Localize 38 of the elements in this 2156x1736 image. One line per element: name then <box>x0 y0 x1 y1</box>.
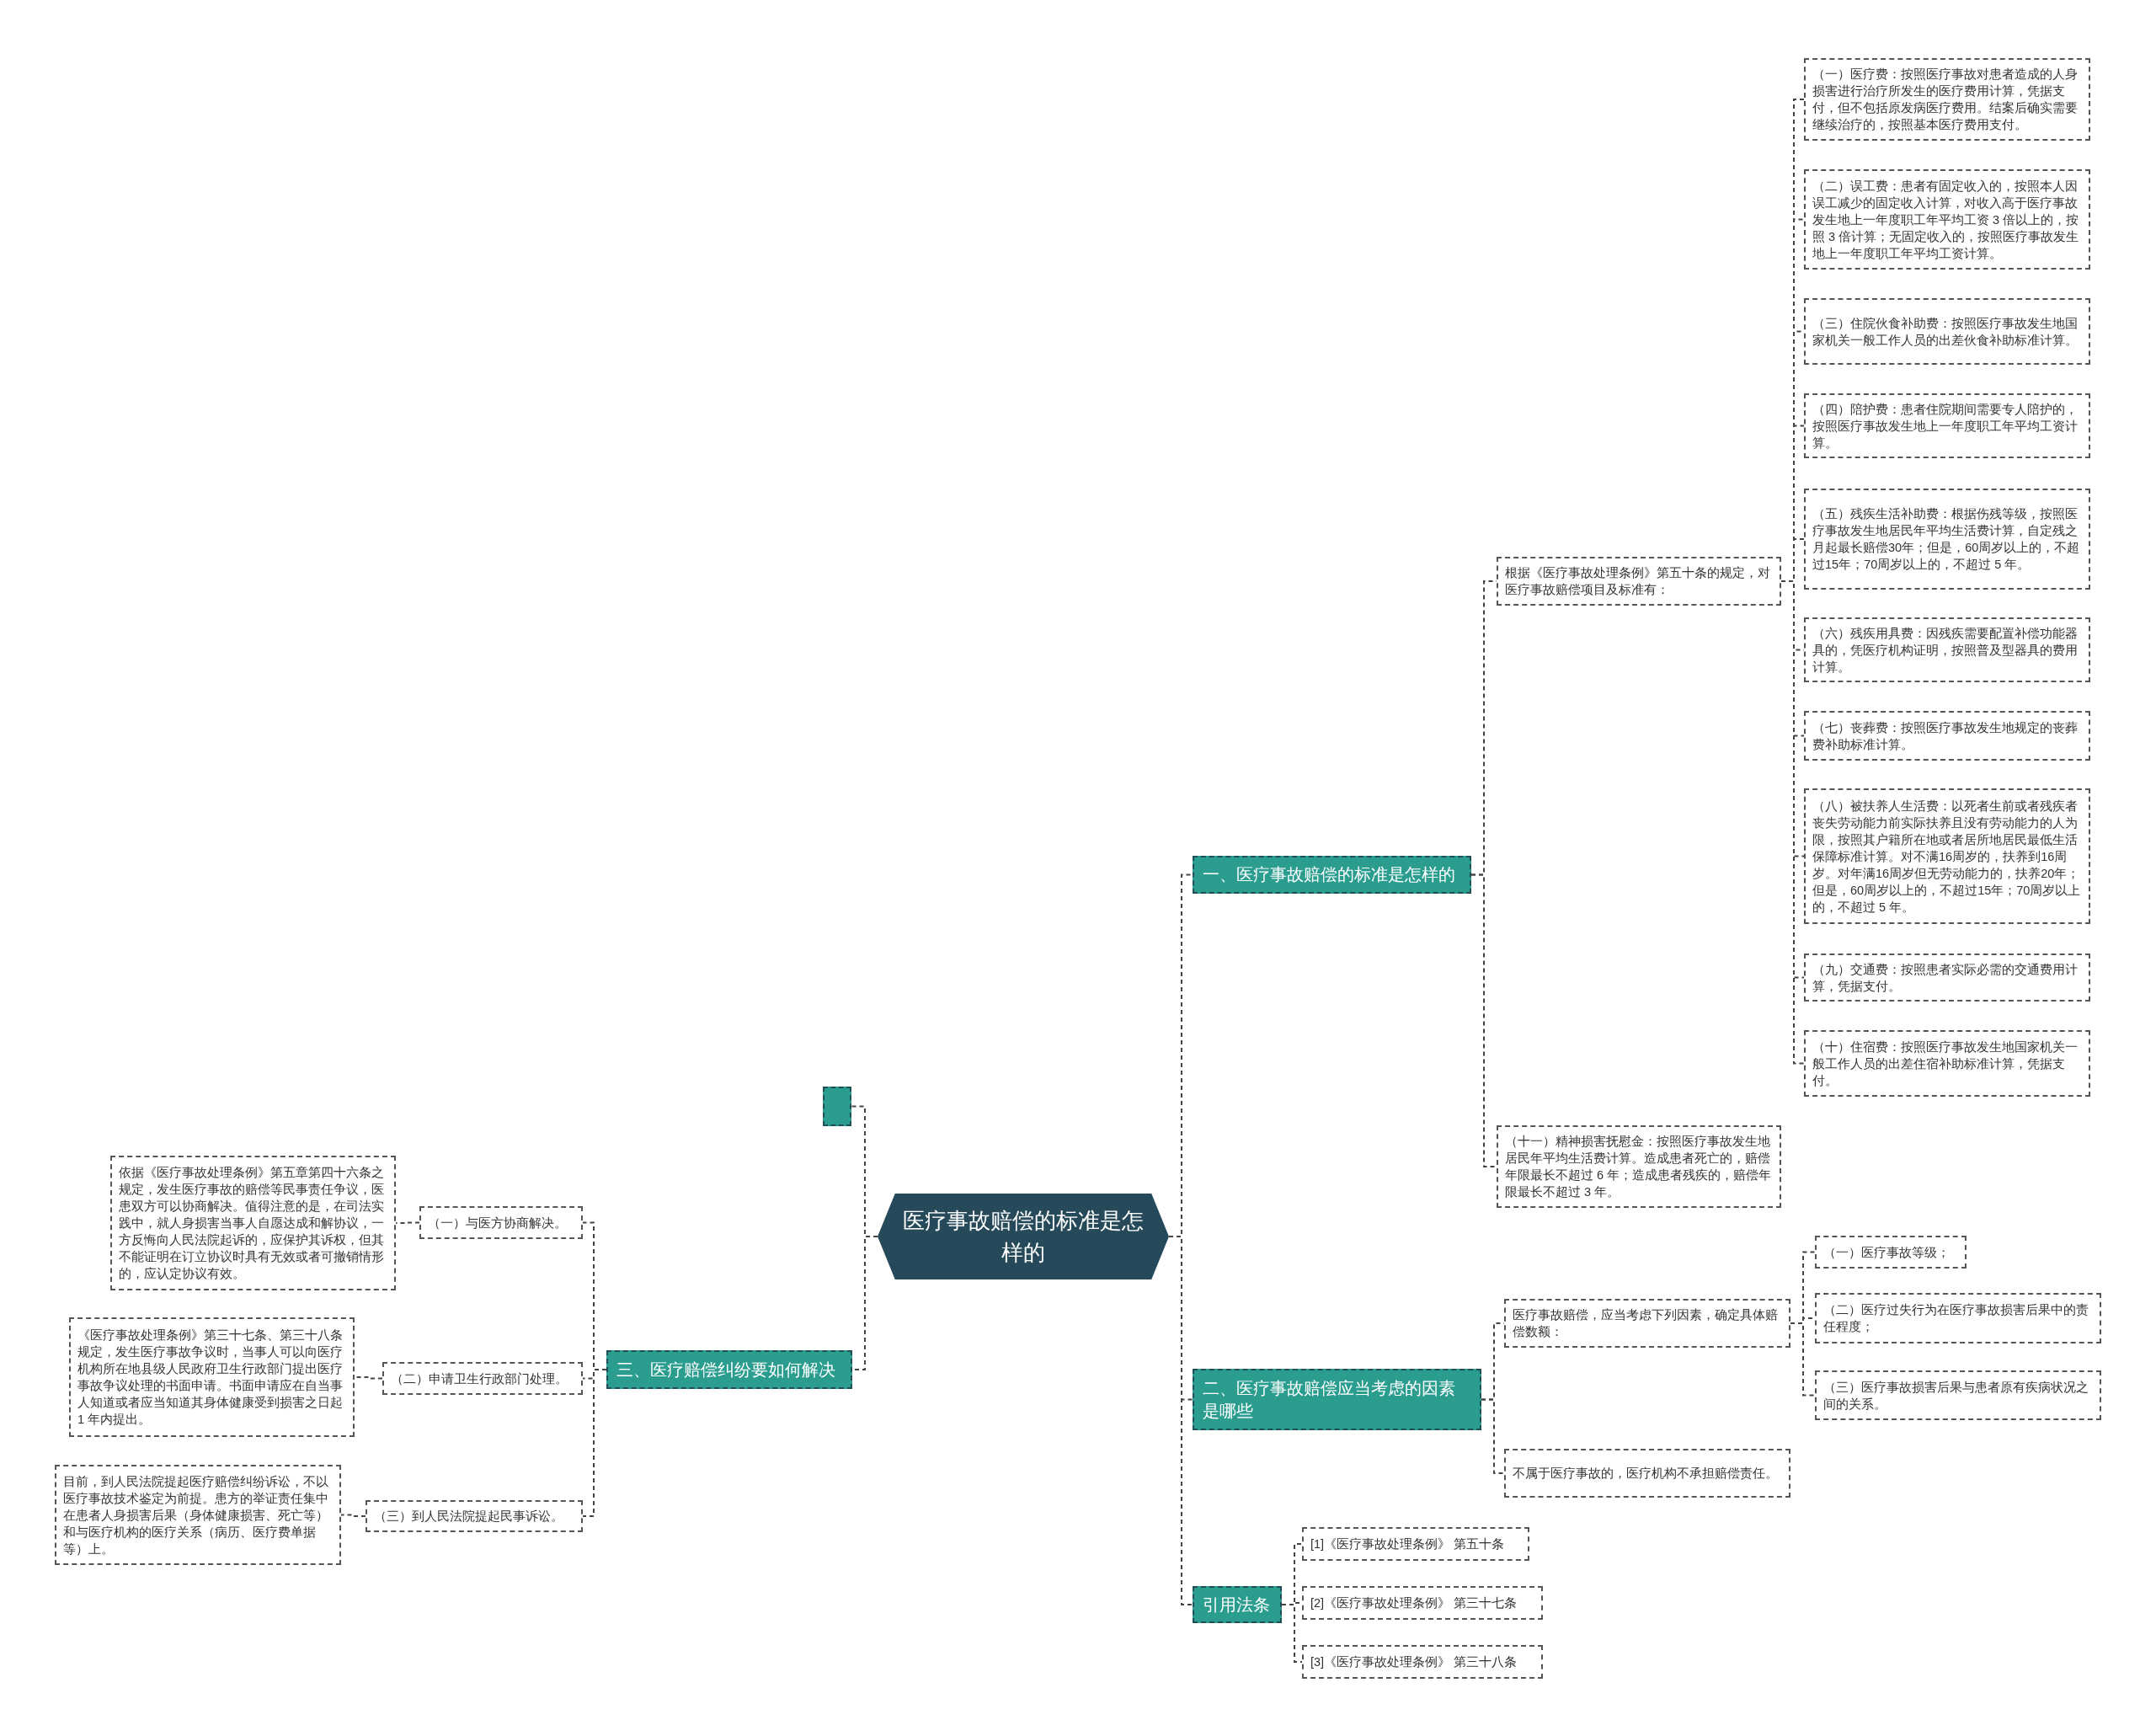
text-card: 目前，到人民法院提起医疗赔偿纠纷诉讼，不以医疗事故技术鉴定为前提。患方的举证责任集中在患者人身损害后果（身体健康损害、死亡等）和与医疗机构的医疗关系（病历、医疗费单据等）上。 <box>55 1465 341 1565</box>
connector-line <box>1790 1322 1816 1397</box>
branch-topic: 二、医疗事故赔偿应当考虑的因素是哪些 <box>1193 1369 1481 1430</box>
text-card: （六）残疾用具费：因残疾需要配置补偿功能器具的，凭医疗机构证明，按照普及型器具的费用计算。 <box>1804 617 2090 682</box>
text-card: （一）医疗费：按照医疗事故对患者造成的人身损害进行治疗所发生的医疗费用计算，凭据支付，但不包括原发病医疗费用。结案后确实需要继续治疗的，按照基本医疗费用支付。 <box>1804 58 2090 141</box>
text-card: （八）被扶养人生活费：以死者生前或者残疾者丧失劳动能力前实际扶养且没有劳动能力的人为限，按照其户籍所在地或者居所地居民最低生活保障标准计算。对不满16周岁的，扶养到16周岁。对年满16周岁但无劳动能力的，扶养20年；但是，60周岁以上的，不超过15年；70周岁以上的，不超过 5 年。 <box>1804 788 2090 924</box>
text-card: [1]《医疗事故处理条例》 第五十条 <box>1302 1527 1529 1561</box>
branch-topic: 三、医疗赔偿纠纷要如何解决 <box>606 1350 852 1389</box>
connector-line <box>1481 1398 1505 1474</box>
text-card: [3]《医疗事故处理条例》 第三十八条 <box>1302 1645 1543 1679</box>
text-card: （二）误工费：患者有固定收入的，按照本人因误工减少的固定收入计算，对收入高于医疗事故发生地上一年度职工年平均工资 3 倍以上的，按照 3 倍计算；无固定收入的，按照医疗事故发生地上一年度职工年平均工资计算。 <box>1804 169 2090 270</box>
text-card: （三）住院伙食补助费：按照医疗事故发生地国家机关一般工作人员的出差伙食补助标准计算。 <box>1804 298 2090 365</box>
connector-line <box>1470 873 1497 1167</box>
text-card: [2]《医疗事故处理条例》 第三十七条 <box>1302 1586 1543 1620</box>
central-topic: 医疗事故赔偿的标准是怎样的 <box>878 1194 1169 1279</box>
text-card: 根据《医疗事故处理条例》第五十条的规定，对医疗事故赔偿项目及标准有： <box>1497 557 1781 606</box>
connector-line <box>340 1514 366 1517</box>
text-card: （二）医疗过失行为在医疗事故损害后果中的责任程度； <box>1815 1293 2101 1343</box>
empty-topic-box <box>823 1087 851 1126</box>
connector-line <box>582 1369 607 1517</box>
text-card: 医疗事故赔偿，应当考虑下列因素，确定具体赔偿数额： <box>1504 1299 1790 1348</box>
connector-line <box>1281 1604 1303 1663</box>
text-card: （三）医疗事故损害后果与患者原有疾病状况之间的关系。 <box>1815 1370 2101 1420</box>
text-card: （一）与医方协商解决。 <box>419 1206 583 1239</box>
text-card: （九）交通费：按照患者实际必需的交通费用计算，凭据支付。 <box>1804 953 2090 1002</box>
text-card: （十一）精神损害抚慰金：按照医疗事故发生地居民年平均生活费计算。造成患者死亡的，赔偿年限最长不超过 6 年；造成患者残疾的，赔偿年限最长不超过 3 年。 <box>1497 1125 1781 1208</box>
text-card: 不属于医疗事故的，医疗机构不承担赔偿责任。 <box>1504 1449 1790 1498</box>
text-card: （二）申请卫生行政部门处理。 <box>382 1362 583 1395</box>
text-card: 《医疗事故处理条例》第三十七条、第三十八条规定，发生医疗事故争议时，当事人可以向医疗机构所在地县级人民政府卫生行政部门提出医疗事故争议处理的书面申请。书面申请应在自当事人知道或者应当知道其身体健康受到损害之日起 1 年内提出。 <box>69 1317 355 1437</box>
text-card: （七）丧葬费：按照医疗事故发生地规定的丧葬费补助标准计算。 <box>1804 711 2090 761</box>
text-card: （三）到人民法院提起民事诉讼。 <box>366 1500 583 1532</box>
branch-topic: 引用法条 <box>1193 1586 1282 1623</box>
text-card: （四）陪护费：患者住院期间需要专人陪护的，按照医疗事故发生地上一年度职工年平均工资计算。 <box>1804 393 2090 458</box>
text-card: （十）住宿费：按照医疗事故发生地国家机关一般工作人员的出差住宿补助标准计算，凭据支付。 <box>1804 1030 2090 1097</box>
branch-topic: 一、医疗事故赔偿的标准是怎样的 <box>1193 856 1471 894</box>
text-card: 依据《医疗事故处理条例》第五章第四十六条之规定，发生医疗事故的赔偿等民事责任争议，医患双方可以协商解决。值得注意的是，在司法实践中，就人身损害当事人自愿达成和解协议，一方反悔向人民法院起诉的，应保护其诉权，但其不能证明在订立协议时具有无效或者可撤销情形的，应认定协议有效。 <box>110 1156 396 1290</box>
text-card: （五）残疾生活补助费：根据伤残等级，按照医疗事故发生地居民年平均生活费计算，自定残之月起最长赔偿30年；但是，60周岁以上的，不超过15年；70周岁以上的，不超过 5 年。 <box>1804 489 2090 590</box>
text-card: （一）医疗事故等级； <box>1815 1236 1967 1269</box>
